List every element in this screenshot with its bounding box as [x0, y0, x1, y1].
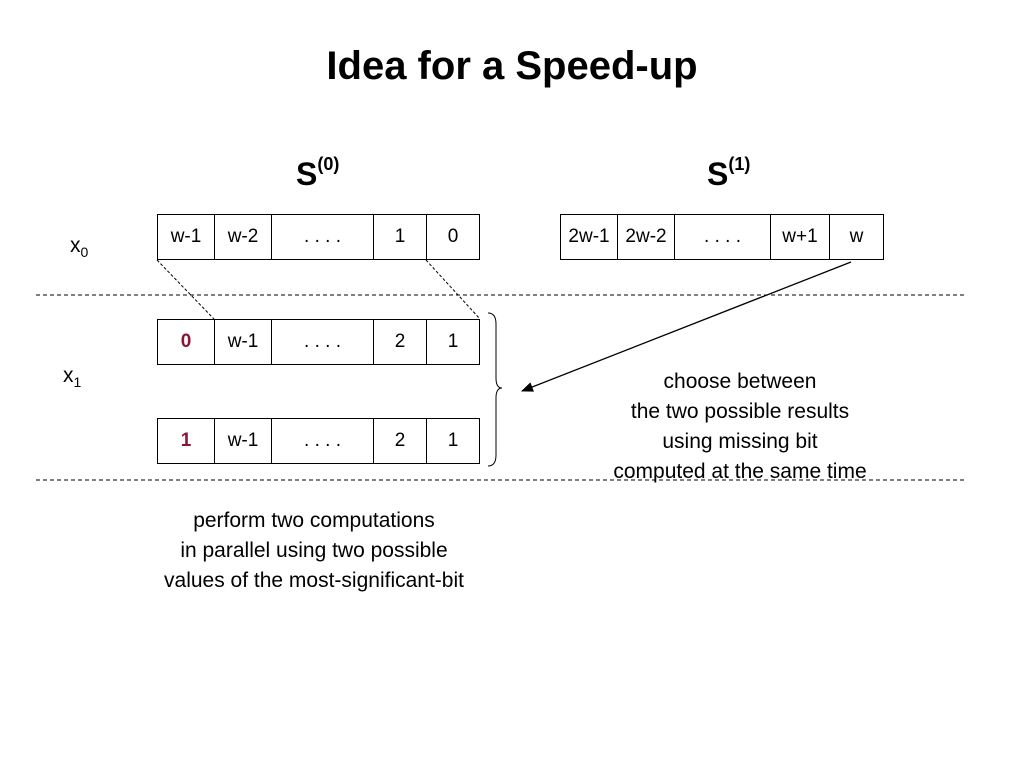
note-line: in parallel using two possible: [180, 539, 448, 562]
bit-cell: w-1: [215, 320, 272, 364]
bit-cell: w-1: [158, 215, 215, 259]
bit-cell: 2: [374, 320, 427, 364]
bit-cell: 1: [374, 215, 427, 259]
note-line: the two possible results: [630, 400, 850, 423]
note-line: perform two computations: [193, 509, 435, 532]
x1-subscript: 1: [73, 374, 82, 390]
bit-cell: w-2: [215, 215, 272, 259]
note-line: choose between: [663, 370, 817, 393]
ellipsis-cell: . . . .: [272, 320, 374, 364]
x0-label: x0: [70, 234, 88, 260]
shift-line-right: [425, 259, 481, 320]
note-line: using missing bit: [662, 430, 818, 453]
msb-cell: 0: [158, 320, 215, 364]
bit-cell: 2w-2: [618, 215, 675, 259]
x0-base: x: [70, 234, 81, 257]
s1-superscript: (1): [728, 154, 751, 174]
bit-cell: w+1: [771, 215, 830, 259]
register-x0-s1: 2w-1 2w-2 . . . . w+1 w: [560, 214, 884, 260]
curly-brace: [487, 312, 503, 467]
s0-base: S: [296, 156, 318, 192]
register-x1-msb0: 0 w-1 . . . . 2 1: [157, 319, 480, 365]
register-x1-msb1: 1 w-1 . . . . 2 1: [157, 418, 480, 464]
bit-cell: 2w-1: [561, 215, 618, 259]
x0-subscript: 0: [80, 244, 89, 260]
bit-cell: 0: [447, 226, 459, 247]
bit-cell: 1: [447, 331, 459, 352]
note-line: computed at the same time: [613, 460, 867, 483]
bit-cell: w: [849, 226, 864, 247]
select-arrow: [521, 261, 852, 392]
shift-line-left: [156, 259, 215, 320]
ellipsis-cell: . . . .: [675, 215, 771, 259]
bit-cell: 2: [374, 419, 427, 463]
x1-base: x: [63, 364, 74, 387]
bit-cell: w-1: [215, 419, 272, 463]
note-choose: choose between the two possible results …: [560, 367, 920, 487]
slide-title: Idea for a Speed-up: [326, 44, 698, 88]
register-x0-s0: w-1 w-2 . . . . 1 0: [157, 214, 480, 260]
ellipsis-cell: . . . .: [272, 215, 374, 259]
x1-label: x1: [63, 364, 81, 390]
msb-cell: 1: [158, 419, 215, 463]
note-line: values of the most-significant-bit: [164, 569, 464, 592]
s0-label: S(0): [296, 154, 340, 193]
bit-cell: 1: [447, 430, 459, 451]
note-perform: perform two computations in parallel usi…: [114, 506, 514, 596]
s0-superscript: (0): [317, 154, 340, 174]
s1-base: S: [707, 156, 729, 192]
s1-label: S(1): [707, 154, 751, 193]
ellipsis-cell: . . . .: [272, 419, 374, 463]
